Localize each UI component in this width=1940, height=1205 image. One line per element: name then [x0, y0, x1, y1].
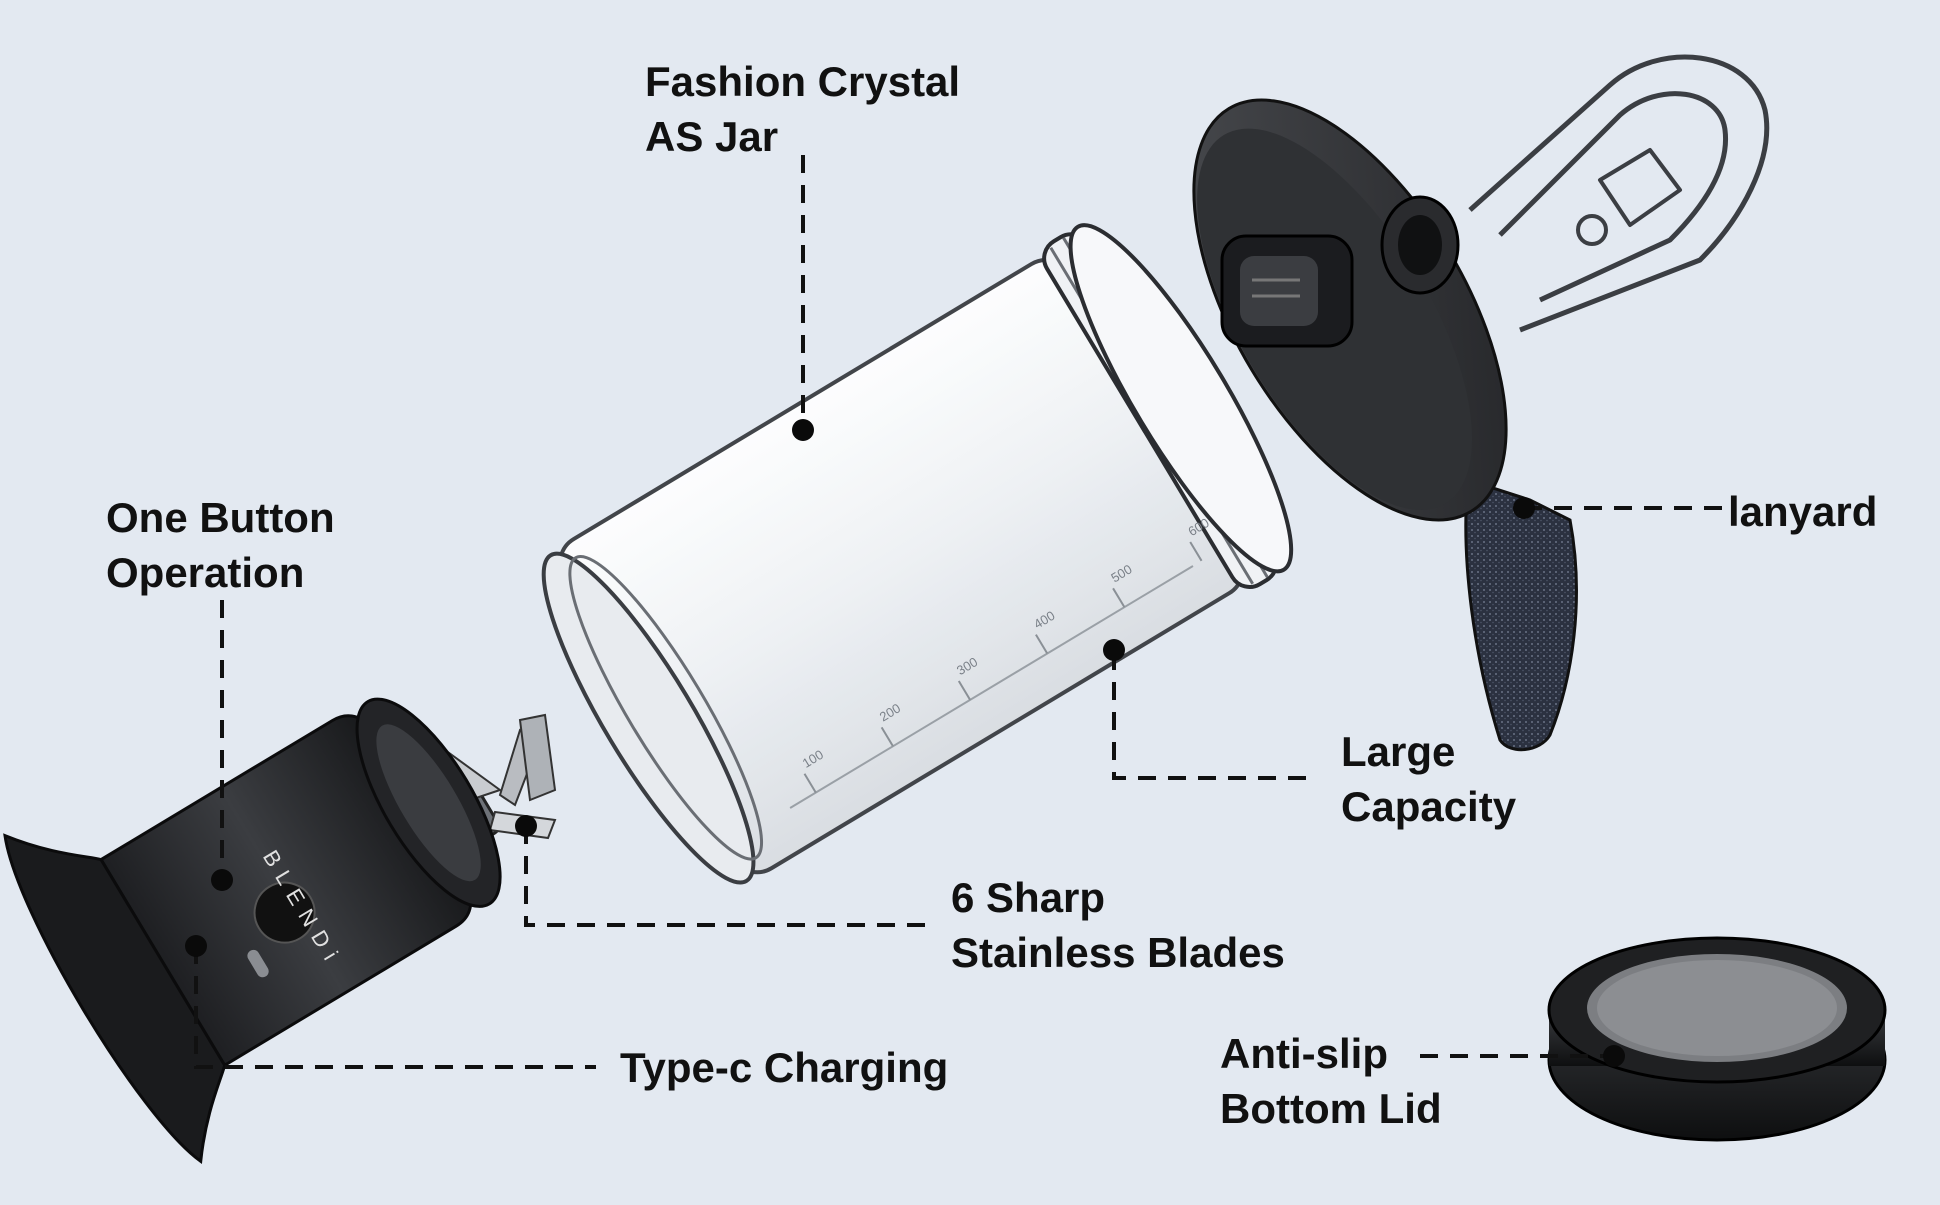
label-capacity-line1: Large	[1341, 728, 1456, 775]
label-bottom-lid-line2: Bottom Lid	[1220, 1085, 1442, 1132]
label-jar-line1: Fashion Crystal	[645, 58, 961, 105]
bottom-lid	[1547, 936, 1887, 1142]
scale-tick	[803, 773, 817, 794]
leader-blades	[524, 826, 928, 927]
dot-lanyard	[1513, 497, 1535, 519]
label-blades-line1: 6 Sharp	[951, 874, 1106, 921]
label-blades-line2: Stainless Blades	[951, 929, 1285, 976]
leader-typec	[194, 946, 596, 1069]
label-capacity: Large Capacity	[1341, 724, 1516, 834]
leader-capacity	[1112, 652, 1316, 780]
label-bottom-lid-line1: Anti-slip	[1220, 1030, 1388, 1077]
leader-lines	[194, 155, 1722, 1069]
scale-tick	[957, 680, 971, 701]
dot-capacity	[1103, 639, 1125, 661]
label-lanyard: lanyard	[1728, 484, 1877, 539]
label-one-button-line1: One Button	[106, 494, 335, 541]
dot-jar	[792, 419, 814, 441]
dot-blades	[515, 815, 537, 837]
scale-tick	[1189, 541, 1203, 562]
callout-dots	[185, 419, 1625, 1067]
dot-typec	[185, 935, 207, 957]
label-bottom-lid: Anti-slip Bottom Lid	[1220, 1026, 1442, 1136]
motor-base: BLENDi	[3, 697, 502, 1165]
dot-button	[211, 869, 233, 891]
label-type-c: Type-c Charging	[620, 1040, 948, 1095]
label-capacity-line2: Capacity	[1341, 783, 1517, 830]
carry-handle	[1468, 54, 1770, 333]
label-one-button-line2: Operation	[106, 549, 305, 596]
label-jar-line2: AS Jar	[645, 113, 779, 160]
label-blades: 6 Sharp Stainless Blades	[951, 870, 1285, 980]
label-jar: Fashion Crystal AS Jar	[645, 54, 960, 164]
lid-spout	[1220, 195, 1460, 348]
scale-tick	[1112, 587, 1126, 608]
label-type-c-line1: Type-c Charging	[620, 1044, 949, 1091]
scale-tick	[1035, 634, 1049, 655]
scale-tick	[880, 726, 894, 747]
lanyard-strap	[1464, 478, 1578, 752]
label-one-button: One Button Operation	[106, 490, 335, 600]
label-lanyard-line1: lanyard	[1728, 488, 1878, 535]
dot-bottom	[1603, 1045, 1625, 1067]
